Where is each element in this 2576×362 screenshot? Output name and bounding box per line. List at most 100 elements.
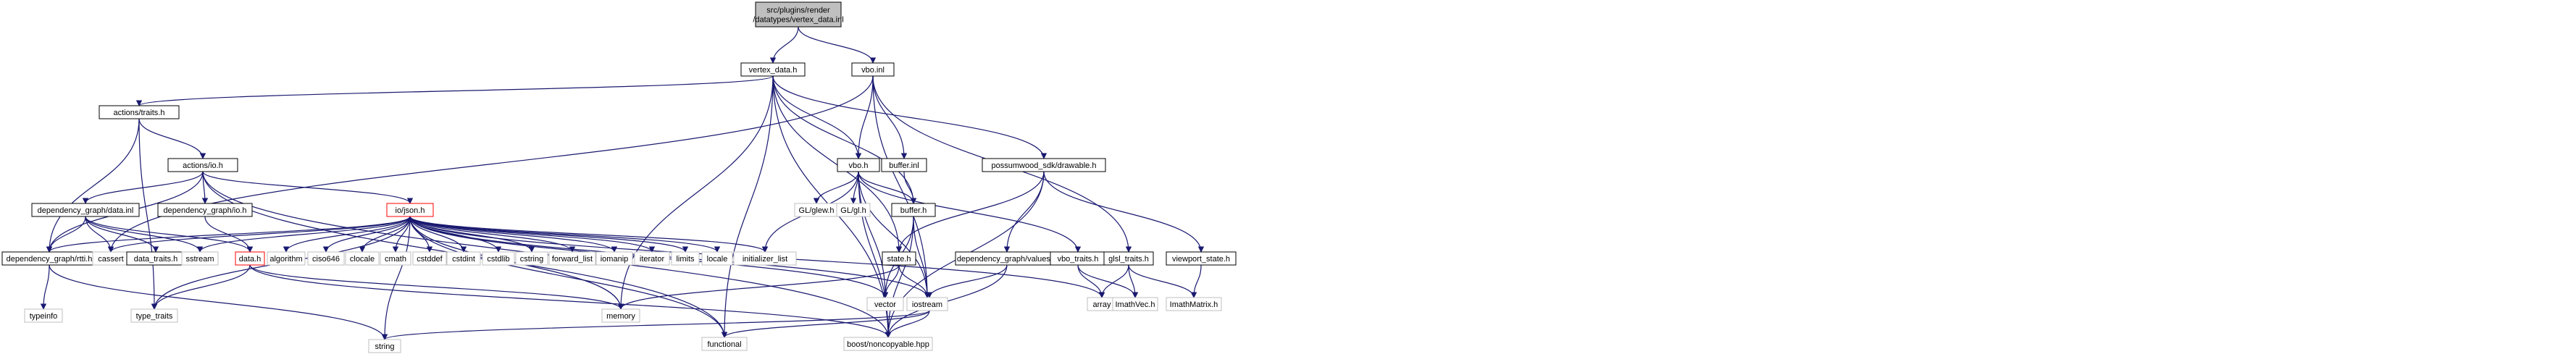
- node-label: buffer.h: [900, 206, 927, 215]
- node-box: [548, 251, 596, 266]
- node-label: actions/io.h: [183, 161, 223, 170]
- node-label: iostream: [912, 300, 942, 309]
- node-box: [1166, 297, 1222, 311]
- node-label: GL/glew.h: [799, 206, 835, 215]
- node-type-traits: type_traits: [130, 308, 178, 323]
- node-label: cstring: [520, 255, 543, 264]
- edge-io-json-h-to-string: [381, 216, 411, 340]
- node-box: [891, 203, 936, 217]
- edge-vbo-h-to-buffer-h: [858, 171, 917, 204]
- node-box: [733, 251, 797, 266]
- node-io-json-h[interactable]: io/json.h: [386, 203, 434, 217]
- node-label: vertex_data.h: [749, 66, 798, 75]
- node-buffer-h[interactable]: buffer.h: [891, 203, 936, 217]
- node-box: [368, 339, 401, 353]
- node-box: [701, 251, 733, 266]
- node-initializer-list: initializer_list: [733, 251, 797, 266]
- node-state-h[interactable]: state.h: [882, 251, 916, 266]
- node-viewport-state-h[interactable]: viewport_state.h: [1166, 251, 1237, 266]
- edge-io-json-h-to-functional: [409, 216, 728, 338]
- node-vbo-h[interactable]: vbo.h: [837, 158, 880, 172]
- edge-vbo-inl-to-cassert: [107, 75, 874, 253]
- node-box: [671, 251, 700, 266]
- edge-vertex-data-h-to-buffer-h: [772, 75, 917, 204]
- node-depgraph-io-h[interactable]: dependency_graph/io.h: [157, 203, 253, 217]
- node-data-h[interactable]: data.h: [235, 251, 265, 266]
- node-label: array: [1092, 300, 1111, 309]
- node-label: iomanip: [601, 255, 629, 264]
- edge-actions-traits-h-to-actions-io-h: [138, 118, 206, 159]
- edge-vertex-data-h-to-actions-traits-h: [136, 75, 774, 106]
- node-box: [755, 1, 842, 28]
- node-ciso646: ciso646: [307, 251, 345, 266]
- node-possumwood-drawable-h[interactable]: possumwood_sdk/drawable.h: [982, 158, 1106, 172]
- edge-vbo-inl-to-vbo-h: [855, 75, 874, 159]
- node-box: [982, 158, 1106, 172]
- node-actions-traits-h[interactable]: actions/traits.h: [99, 105, 180, 119]
- node-box: [740, 62, 806, 77]
- edge-possumwood-drawable-h-to-state-h: [895, 171, 1045, 253]
- node-box: [866, 297, 904, 311]
- edge-actions-io-h-to-io-json-h: [202, 171, 414, 204]
- node-depgraph-data-inl[interactable]: dependency_graph/data.inl: [31, 203, 140, 217]
- node-box: [412, 251, 447, 266]
- edge-vbo-h-to-gl-glew-h: [813, 171, 859, 204]
- edge-actions-traits-h-to-type-traits: [138, 118, 158, 310]
- edge-vertex-data-h-to-vbo-h: [772, 75, 862, 159]
- edge-state-h-to-vector: [882, 264, 900, 298]
- node-box: [99, 105, 180, 119]
- node-box: [1112, 297, 1158, 311]
- node-iostream: iostream: [906, 297, 948, 311]
- node-label: memory: [606, 312, 635, 321]
- node-array: array: [1087, 297, 1117, 311]
- node-box: [345, 251, 380, 266]
- node-cstdint: cstdint: [446, 251, 481, 266]
- node-data-traits-h[interactable]: data_traits.h: [126, 251, 185, 266]
- node-label: vbo.inl: [861, 66, 885, 75]
- node-boost-noncopyable: boost/noncopyable.hpp: [843, 337, 933, 351]
- node-depgraph-rtti-h[interactable]: dependency_graph/rtti.h: [1, 251, 97, 266]
- edge-data-h-to-memory: [249, 264, 624, 310]
- node-label: dependency_graph/data.inl: [38, 206, 134, 215]
- node-label: sstream: [185, 255, 214, 264]
- node-sstream: sstream: [181, 251, 219, 266]
- node-label: possumwood_sdk/drawable.h: [992, 161, 1097, 170]
- node-glsl-traits-h[interactable]: glsl_traits.h: [1103, 251, 1154, 266]
- node-box: [634, 251, 670, 266]
- node-label: functional: [707, 340, 741, 349]
- edge-depgraph-data-inl-to-data-traits-h: [85, 216, 159, 253]
- node-buffer-inl[interactable]: buffer.inl: [881, 158, 927, 172]
- node-box: [446, 251, 481, 266]
- edge-io-json-h-to-algorithm: [283, 216, 411, 253]
- node-actions-io-h[interactable]: actions/io.h: [167, 158, 238, 172]
- edge-vertex-data-h-to-possumwood-drawable-h: [772, 75, 1047, 159]
- node-label: ciso646: [312, 255, 340, 264]
- node-box: [157, 203, 253, 217]
- node-box: [307, 251, 345, 266]
- node-limits: limits: [671, 251, 700, 266]
- node-vertex-data-h[interactable]: vertex_data.h: [740, 62, 806, 77]
- edge-io-json-h-to-cstdint: [409, 216, 467, 253]
- edge-vbo-h-to-iostream: [858, 171, 931, 298]
- edge-vbo-inl-to-iostream: [872, 75, 931, 298]
- node-root[interactable]: src/plugins/render/datatypes/vertex_data…: [753, 1, 844, 28]
- edge-root-to-vbo-inl: [798, 26, 877, 64]
- node-vbo-inl[interactable]: vbo.inl: [851, 62, 895, 77]
- edge-vbo-inl-to-buffer-inl: [872, 75, 908, 159]
- node-string: string: [368, 339, 401, 353]
- node-vbo-traits-h[interactable]: vbo_traits.h: [1050, 251, 1106, 266]
- node-box: [882, 251, 916, 266]
- node-depgraph-values-h[interactable]: dependency_graph/values.h: [955, 251, 1059, 266]
- node-box: [1166, 251, 1237, 266]
- edge-vbo-traits-h-to-imathvec-h: [1077, 264, 1139, 298]
- edge-vertex-data-h-to-memory: [617, 75, 774, 310]
- node-box: [482, 251, 515, 266]
- node-label: algorithm: [269, 255, 302, 264]
- node-label: ImathVec.h: [1115, 300, 1155, 309]
- node-imathmatrix-h: ImathMatrix.h: [1166, 297, 1222, 311]
- node-label: GL/gl.h: [840, 206, 866, 215]
- node-forward-list: forward_list: [548, 251, 596, 266]
- node-typeinfo: typeinfo: [24, 308, 63, 323]
- node-label: cassert: [98, 255, 123, 264]
- nodes-layer: src/plugins/render/datatypes/vertex_data…: [1, 1, 1237, 353]
